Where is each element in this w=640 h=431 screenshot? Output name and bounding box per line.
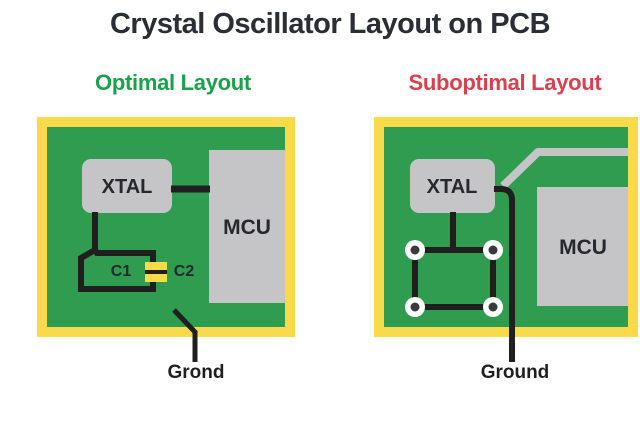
optimal-c2-label: C2: [174, 263, 195, 280]
via-bottom-right: [483, 297, 503, 317]
suboptimal-mcu-label: MCU: [559, 236, 607, 259]
optimal-mcu-chip: [209, 150, 285, 303]
optimal-heading: Optimal Layout: [95, 70, 251, 95]
optimal-xtal-label: XTAL: [102, 176, 153, 198]
optimal-xtal-chip: [82, 159, 172, 213]
suboptimal-long-gray-trace: [500, 148, 628, 189]
suboptimal-heading: Suboptimal Layout: [408, 70, 602, 95]
suboptimal-xtal-chip: [410, 159, 495, 213]
suboptimal-via-loop-trace: [412, 247, 496, 310]
optimal-ground-label: Grond: [167, 362, 225, 383]
optimal-board: XTAL MCU C1 C2: [37, 117, 295, 362]
optimal-ground-pointer-line: [172, 308, 198, 362]
suboptimal-mcu-chip: [537, 187, 628, 306]
capacitor-plate-bottom: [145, 274, 167, 282]
optimal-c1-label: C1: [111, 263, 132, 280]
via-top-right: [483, 240, 503, 260]
optimal-cap-loop-trace: [78, 246, 156, 292]
via-dot: [410, 245, 420, 255]
suboptimal-board: XTAL MCU: [374, 117, 638, 362]
suboptimal-ground-trace: [494, 186, 515, 362]
suboptimal-ground-label: Ground: [480, 362, 550, 383]
via-dot: [488, 302, 498, 312]
optimal-mcu-label: MCU: [223, 216, 271, 239]
via-bottom-left: [405, 297, 425, 317]
suboptimal-xtal-label: XTAL: [427, 176, 478, 198]
capacitor-gap: [145, 270, 167, 274]
page-title: Crystal Oscillator Layout on PCB: [109, 8, 551, 40]
via-dot: [410, 302, 420, 312]
via-dot: [488, 245, 498, 255]
via-top-left: [405, 240, 425, 260]
capacitor-plate-top: [145, 262, 167, 270]
